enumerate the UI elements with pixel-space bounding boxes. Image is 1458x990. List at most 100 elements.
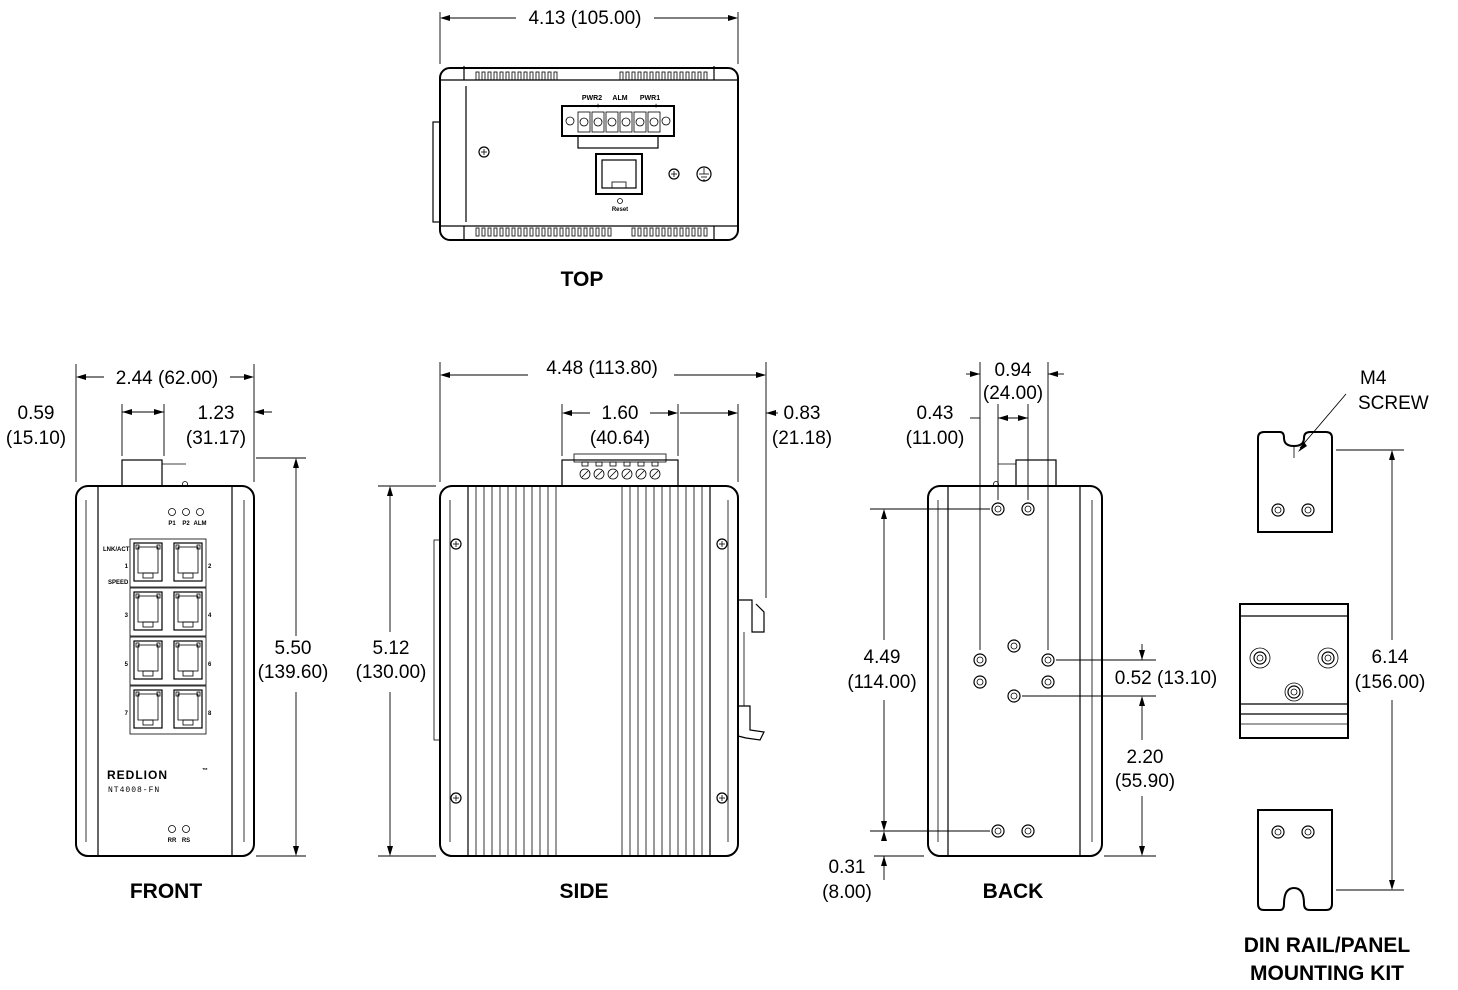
dim-side-clip-mm: (21.18) — [772, 428, 832, 449]
mount-hole-icon — [1271, 825, 1285, 839]
label-lnk-act: LNK/ACT — [103, 547, 130, 553]
mount-hole-icon — [1301, 825, 1315, 839]
led-p2-icon — [182, 508, 190, 516]
label-screw-size: M4 — [1360, 368, 1387, 389]
label-pwr1: PWR1 — [640, 95, 660, 102]
dim-back-low-in: 2.20 — [1127, 747, 1164, 768]
dim-front-right-mm: (31.17) — [186, 428, 246, 449]
rail-hole-icon — [1321, 651, 1335, 665]
port-3-icon — [133, 591, 163, 631]
back-view: 0.94 (24.00) 0.43 (11.00) 4.49 (114.00) … — [822, 360, 1217, 903]
led-p1-icon — [168, 508, 176, 516]
label-led-alm: ALM — [194, 521, 207, 527]
mount-hole-icon — [973, 653, 987, 667]
label-pwr1-minus: − — [640, 103, 644, 110]
mount-hole-icon — [1007, 639, 1021, 653]
label-alm: ALM — [612, 95, 627, 102]
dim-back-holes-in: 0.94 — [995, 360, 1032, 381]
mount-hole-icon — [991, 824, 1005, 838]
label-pwr2: PWR2 — [582, 95, 602, 102]
dim-back-left-in: 0.43 — [917, 403, 954, 424]
label-port-1: 1 — [125, 564, 129, 570]
label-side-view: SIDE — [559, 880, 608, 903]
rail-hole-icon — [1287, 685, 1301, 699]
port-6-icon — [173, 640, 203, 680]
screw-icon — [716, 792, 728, 804]
label-led-p2: P2 — [182, 521, 190, 527]
reset-hole-icon — [617, 198, 623, 204]
label-port-4: 4 — [208, 613, 212, 619]
dim-back-bottom-in: 0.31 — [829, 857, 866, 878]
dim-side-height-in: 5.12 — [373, 638, 410, 659]
port-4-icon — [173, 591, 203, 631]
dim-front-height-mm: (139.60) — [258, 662, 329, 683]
label-port-6: 6 — [208, 662, 212, 668]
ground-screw-icon — [668, 168, 680, 180]
label-front-view: FRONT — [130, 880, 202, 903]
mount-hole-icon — [1021, 824, 1035, 838]
screw-icon — [716, 538, 728, 550]
label-port-5: 5 — [125, 662, 129, 668]
label-port-7: 7 — [125, 711, 129, 717]
label-led-p1: P1 — [168, 521, 176, 527]
label-screw: SCREW — [1358, 393, 1429, 414]
screw-icon — [450, 792, 462, 804]
dim-back-mid: 0.52 (13.10) — [1115, 668, 1217, 689]
screw-icon — [478, 146, 490, 158]
dim-side-conn-mm: (40.64) — [590, 428, 650, 449]
label-led-rr: RR — [168, 838, 177, 844]
mount-hole-icon — [1041, 675, 1055, 689]
mount-hole-icon — [1041, 653, 1055, 667]
dim-side-clip-in: 0.83 — [784, 403, 821, 424]
label-pwr2-minus: − — [582, 103, 586, 110]
label-led-rs: RS — [182, 838, 190, 844]
label-speed: SPEED — [108, 580, 129, 586]
brand-logo: REDLION — [107, 768, 168, 782]
dim-kit-height-mm: (156.00) — [1355, 672, 1426, 693]
mount-hole-icon — [1021, 502, 1035, 516]
dim-back-left-mm: (11.00) — [906, 428, 965, 449]
dim-side-width: 4.48 (113.80) — [546, 358, 658, 379]
label-pwr1-plus: + — [654, 103, 658, 110]
label-pwr2-plus: + — [596, 103, 600, 110]
port-5-icon — [133, 640, 163, 680]
port-1-icon — [133, 542, 163, 582]
ground-icon — [696, 166, 712, 182]
mount-hole-icon — [973, 675, 987, 689]
top-ribs — [475, 71, 708, 81]
dim-top-width: 4.13 (105.00) — [528, 8, 641, 29]
heat-sink-fins — [475, 486, 703, 856]
mount-hole-icon — [1007, 689, 1021, 703]
terminal-block — [565, 111, 671, 133]
label-kit-line1: DIN RAIL/PANEL — [1244, 934, 1411, 957]
port-8-icon — [173, 689, 203, 729]
dim-front-left-in: 0.59 — [18, 403, 55, 424]
logo-trademark: ™ — [202, 767, 208, 774]
label-reset: Reset — [612, 207, 628, 213]
label-port-8: 8 — [208, 711, 212, 717]
screw-icon — [450, 538, 462, 550]
dim-kit-height-in: 6.14 — [1372, 647, 1409, 668]
dim-front-right-in: 1.23 — [198, 403, 235, 424]
rail-hole-icon — [1253, 651, 1267, 665]
led-alm-icon — [196, 508, 204, 516]
front-view: P1 P2 ALM LNK/ACT SPEED 1 2 3 4 5 6 7 8 … — [6, 364, 328, 903]
label-port-2: 2 — [208, 564, 212, 570]
dim-front-height-in: 5.50 — [275, 638, 312, 659]
port-7-icon — [133, 689, 163, 729]
dim-front-width: 2.44 (62.00) — [116, 368, 218, 389]
side-view: 4.48 (113.80) 1.60 (40.64) 0.83 (21.18) … — [356, 358, 832, 903]
mount-hole-icon — [991, 502, 1005, 516]
dim-back-holes-mm: (24.00) — [983, 383, 1043, 404]
bottom-ribs — [475, 227, 708, 237]
mounting-kit-view: M4 SCREW 6.14 (156.00) DIN RAIL/PANEL MO… — [1239, 368, 1429, 985]
model-number: NT4008-FN — [108, 786, 160, 795]
label-port-3: 3 — [125, 613, 129, 619]
dim-side-height-mm: (130.00) — [356, 662, 427, 683]
label-kit-line2: MOUNTING KIT — [1250, 962, 1404, 985]
terminal-screws — [579, 461, 661, 480]
dim-front-left-mm: (15.10) — [6, 428, 66, 449]
mount-hole-icon — [1301, 503, 1315, 517]
led-rs-icon — [182, 825, 190, 833]
